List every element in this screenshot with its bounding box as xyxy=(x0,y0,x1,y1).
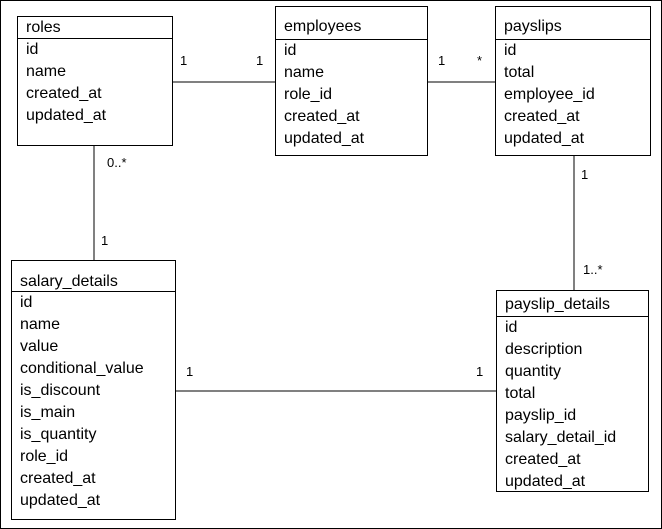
field-list: id name value conditional_value is_disco… xyxy=(12,292,175,512)
field: id xyxy=(20,294,33,311)
field: created_at xyxy=(504,108,580,125)
field: total xyxy=(504,64,535,81)
field: created_at xyxy=(26,85,102,102)
multiplicity-label: 1 xyxy=(581,167,589,182)
field-list: id total employee_id created_at updated_… xyxy=(496,40,650,150)
field: description xyxy=(505,341,583,358)
entity-title: payslips xyxy=(496,7,650,40)
field: salary_detail_id xyxy=(505,429,617,446)
field: is_quantity xyxy=(20,426,97,443)
entity-employees: employees id name role_id created_at upd… xyxy=(275,6,428,156)
field: is_main xyxy=(20,404,76,421)
field: updated_at xyxy=(504,130,585,147)
field: id xyxy=(284,42,297,59)
entity-title: payslip_details xyxy=(497,291,648,317)
field: updated_at xyxy=(284,130,365,147)
multiplicity-label: 1 xyxy=(180,53,188,68)
field-list: id description quantity total payslip_id… xyxy=(497,317,648,493)
field-list: id name role_id created_at updated_at xyxy=(276,40,427,150)
multiplicity-label: 0..* xyxy=(107,155,127,170)
field: total xyxy=(505,385,536,402)
field: payslip_id xyxy=(505,407,577,424)
field-list: id name created_at updated_at xyxy=(18,39,172,127)
field: conditional_value xyxy=(20,360,144,377)
multiplicity-label: 1 xyxy=(256,53,264,68)
entity-title: roles xyxy=(18,17,172,39)
field: role_id xyxy=(284,86,333,103)
entity-title: employees xyxy=(276,7,427,40)
multiplicity-label: 1 xyxy=(476,364,484,379)
entity-title: salary_details xyxy=(12,261,175,292)
field: updated_at xyxy=(20,492,101,509)
field: created_at xyxy=(284,108,360,125)
field: name xyxy=(20,316,61,333)
field: created_at xyxy=(20,470,96,487)
field: employee_id xyxy=(504,86,595,103)
field: id xyxy=(504,42,517,59)
entity-roles: roles id name created_at updated_at xyxy=(17,16,173,146)
field: created_at xyxy=(505,451,581,468)
field: name xyxy=(26,63,67,80)
field: id xyxy=(26,41,39,58)
field: updated_at xyxy=(505,473,586,490)
field: is_discount xyxy=(20,382,101,399)
field: id xyxy=(505,319,518,336)
entity-salary-details: salary_details id name value conditional… xyxy=(11,260,176,520)
field: quantity xyxy=(505,363,562,380)
multiplicity-label: 1..* xyxy=(583,262,603,277)
field: role_id xyxy=(20,448,69,465)
multiplicity-label: * xyxy=(477,53,483,68)
multiplicity-label: 1 xyxy=(101,233,109,248)
field: updated_at xyxy=(26,107,107,124)
field: name xyxy=(284,64,325,81)
multiplicity-label: 1 xyxy=(438,53,446,68)
entity-payslip-details: payslip_details id description quantity … xyxy=(496,290,649,492)
entity-payslips: payslips id total employee_id created_at… xyxy=(495,6,651,156)
field: value xyxy=(20,338,59,355)
multiplicity-label: 1 xyxy=(186,364,194,379)
